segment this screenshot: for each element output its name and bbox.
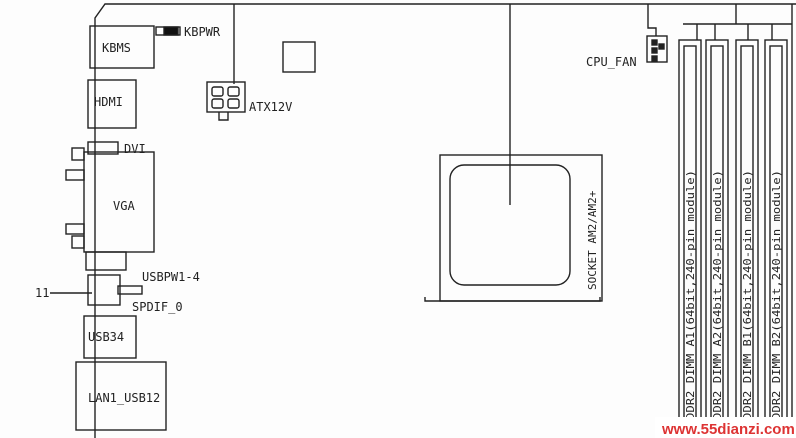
chip xyxy=(282,41,316,73)
cpu-fan-header xyxy=(646,35,668,63)
vga-label: VGA xyxy=(113,199,135,213)
dimm-b1-label: DDR2 DIMM_B1(64bit,240-pin module) xyxy=(741,170,754,420)
cpu-fan-lead xyxy=(647,4,657,36)
usb34-port xyxy=(83,315,137,359)
usbpw-jumper xyxy=(87,274,121,306)
usb34-label: USB34 xyxy=(88,330,124,344)
lan-usb-port xyxy=(75,361,167,431)
kbms-label: KBMS xyxy=(102,41,131,55)
dimm-b2-label: DDR2 DIMM_B2(64bit,240-pin module) xyxy=(770,170,783,420)
hdmi-port xyxy=(87,79,137,129)
dimm-a1-label: DDR2 DIMM_A1(64bit,240-pin module) xyxy=(684,170,697,420)
spdif-header xyxy=(117,285,143,295)
watermark-background xyxy=(655,417,796,438)
atx12v-connector xyxy=(206,81,246,121)
dimm-a2-label: DDR2 DIMM_A2(64bit,240-pin module) xyxy=(711,170,724,420)
watermark: www.55dianzi.com xyxy=(661,421,795,438)
dvi-label: DVI xyxy=(124,142,146,156)
usbpw-label: USBPW1-4 xyxy=(142,270,200,284)
dimm-leads xyxy=(683,4,792,40)
kbms-port xyxy=(89,25,155,69)
dvi-vga-connector xyxy=(65,141,155,271)
socket-label: SOCKET AM2/AM2+ xyxy=(586,190,599,290)
hdmi-label: HDMI xyxy=(94,95,123,109)
cpu-socket xyxy=(424,154,603,302)
kbpwr-jumper-cap xyxy=(163,26,179,36)
spdif-label: SPDIF_0 xyxy=(132,300,183,314)
kbpwr-label: KBPWR xyxy=(184,25,221,39)
cpu-fan-label: CPU_FAN xyxy=(586,55,637,69)
pin-11-label: 11 xyxy=(35,286,49,300)
atx12v-label: ATX12V xyxy=(249,100,292,114)
lan-usb-label: LAN1_USB12 xyxy=(88,391,160,405)
board-outline xyxy=(94,3,796,438)
